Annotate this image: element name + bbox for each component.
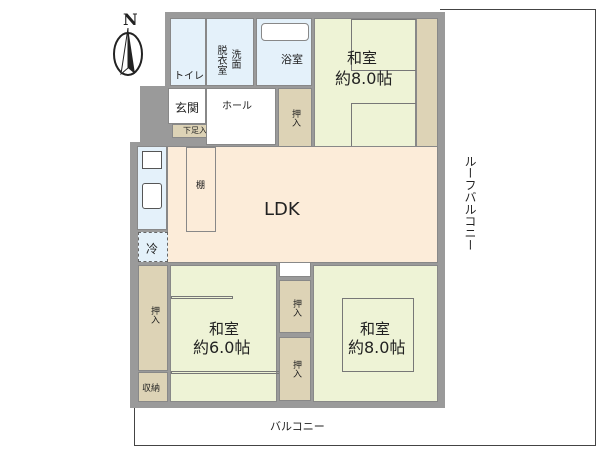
north-compass-icon: N	[108, 10, 154, 80]
room-size: 約8.0帖	[348, 338, 406, 357]
room-name: 和室	[209, 320, 240, 338]
roof-balcony-label: ルーフバルコニー	[463, 155, 477, 251]
closet-mid-2: 押入	[279, 337, 311, 401]
toilet: トイレ	[170, 18, 206, 86]
room-name: 和室	[347, 49, 378, 67]
closet-top-right	[416, 18, 438, 154]
shoe-label: 下足入	[183, 126, 207, 135]
entrance-wall	[140, 86, 170, 146]
hall-label: ホール	[222, 101, 252, 112]
washitsu-left: 和室 約6.0帖	[170, 265, 280, 402]
bath-label: 浴室	[281, 53, 303, 66]
room-size: 約8.0帖	[335, 69, 393, 88]
closet-label: 押入	[290, 109, 300, 127]
kitchen-counter	[137, 146, 167, 230]
stove-icon	[142, 151, 162, 169]
entrance-label: 玄関	[175, 101, 200, 115]
north-label: N	[123, 10, 138, 29]
shelf-label: 棚	[196, 181, 206, 191]
sink-icon	[142, 183, 162, 209]
washitsu-right: 和室 約8.0帖	[313, 265, 438, 402]
hall: ホール	[206, 88, 276, 145]
room-size: 約6.0帖	[193, 338, 251, 357]
room-name: 和室	[360, 320, 391, 338]
closet-left: 押入	[138, 265, 168, 371]
ldk-label: LDK	[264, 199, 300, 220]
balcony-label: バルコニー	[270, 420, 325, 433]
roof-balcony-outline	[440, 9, 596, 446]
bathroom: 浴室	[256, 18, 312, 86]
entrance: 玄関	[168, 88, 206, 124]
shelf: 棚	[186, 147, 216, 232]
toilet-label: トイレ	[174, 71, 204, 82]
storage: 収納	[138, 372, 168, 402]
closet-top: 押入	[278, 88, 312, 154]
washroom-label: 洗面	[229, 49, 240, 69]
closet-label: 押入	[291, 360, 301, 378]
dressing-label: 脱衣室	[215, 45, 226, 75]
closet-label: 押入	[149, 306, 159, 324]
storage-label: 収納	[142, 384, 161, 394]
washitsu-top: 和室 約8.0帖	[314, 18, 419, 157]
closet-mid-1: 押入	[279, 280, 311, 333]
passage	[279, 262, 311, 277]
bathtub-icon	[261, 23, 309, 41]
closet-label: 押入	[291, 299, 301, 317]
balcony-outline	[134, 406, 444, 446]
fridge-space: 冷	[138, 232, 168, 262]
fridge-label: 冷	[146, 242, 159, 256]
washroom: 洗面 脱衣室	[206, 18, 254, 86]
